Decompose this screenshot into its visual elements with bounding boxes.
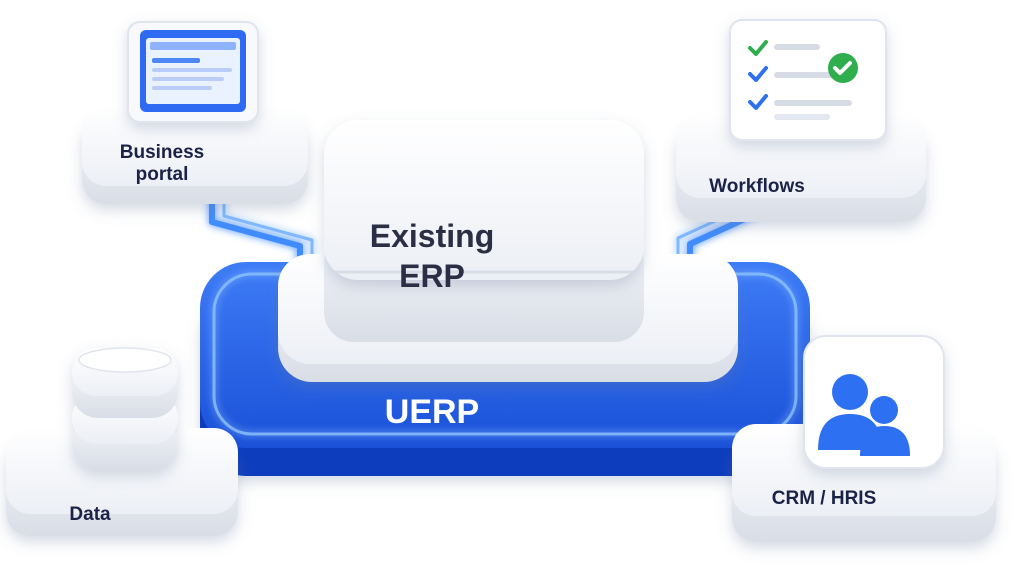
business-portal-label: Business portal [112,142,212,186]
database-icon [72,347,178,470]
uerp-label: UERP [384,393,480,431]
existing-erp-line1: Existing [369,218,495,254]
existing-erp-label: Existing ERP [352,216,512,296]
workflows-label: Workflows [709,176,805,197]
data-label: Data [69,504,111,525]
existing-erp-line2: ERP [399,258,465,294]
workflows-node [676,19,926,222]
crm-hris-node [732,335,996,542]
business-portal-line1: Business [119,142,205,163]
business-portal-line2: portal [135,164,189,185]
connector-business-portal [209,193,314,265]
checklist-icon [729,19,887,141]
data-node [6,347,238,536]
users-icon [803,335,945,469]
browser-window-icon [127,21,259,123]
crm-hris-label: CRM / HRIS [771,488,877,509]
existing-erp-stack [278,120,738,382]
business-portal-node [82,21,308,204]
